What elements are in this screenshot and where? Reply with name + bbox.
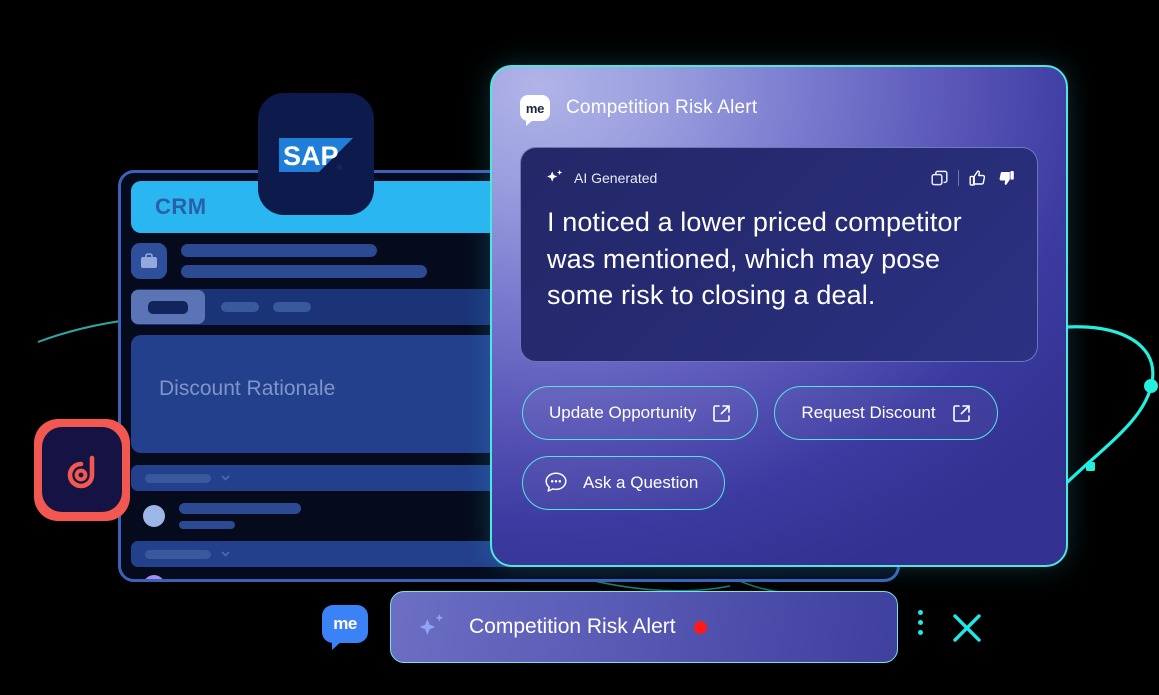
notification-title: Competition Risk Alert: [469, 615, 676, 638]
ai-generated-badge: AI Generated: [545, 168, 657, 188]
notification-me-logo[interactable]: me: [322, 605, 368, 650]
kebab-menu-icon[interactable]: [918, 610, 923, 635]
me-logo-icon: me: [520, 95, 550, 126]
ai-generated-card: AI Generated: [520, 147, 1038, 362]
external-link-icon: [952, 404, 970, 422]
ai-message-text: I noticed a lower priced competitor was …: [547, 207, 962, 311]
me-logo-text: me: [525, 100, 545, 116]
notification-logo-text: me: [333, 614, 357, 633]
d-app-icon[interactable]: [42, 427, 122, 512]
sparkle-icon: [547, 170, 563, 182]
request-discount-button[interactable]: Request Discount: [774, 386, 998, 440]
copy-icon[interactable]: [931, 170, 948, 187]
ai-card-actions: [931, 169, 1015, 187]
update-opportunity-label: Update Opportunity: [549, 403, 697, 422]
d-logo-icon: [67, 455, 95, 488]
ai-panel-title: Competition Risk Alert: [566, 97, 758, 118]
sparkle-icon: [419, 614, 444, 635]
crm-tab[interactable]: [221, 302, 259, 312]
svg-text:SAP: SAP: [283, 141, 339, 171]
sap-app-icon[interactable]: SAP ®: [258, 93, 374, 215]
crm-field-label: Discount Rationale: [159, 377, 336, 400]
chat-bubble-icon: [545, 472, 567, 492]
thumbs-up-icon[interactable]: [969, 169, 987, 187]
status-badge: [693, 620, 707, 634]
close-icon[interactable]: [950, 611, 984, 645]
list-item[interactable]: [143, 575, 301, 579]
chevron-down-icon: [221, 551, 230, 557]
chevron-down-icon: [221, 475, 230, 481]
notification-bar[interactable]: Competition Risk Alert: [390, 591, 898, 663]
request-discount-label: Request Discount: [801, 403, 936, 422]
crm-tab-active[interactable]: [131, 290, 205, 324]
svg-text:®: ®: [337, 164, 343, 172]
ai-generated-label: AI Generated: [574, 170, 658, 186]
list-item[interactable]: [143, 503, 301, 529]
update-opportunity-button[interactable]: Update Opportunity: [522, 386, 759, 440]
sap-logo-icon: SAP ®: [279, 132, 353, 176]
ask-a-question-button[interactable]: Ask a Question: [522, 456, 726, 510]
external-link-icon: [713, 404, 731, 422]
ai-action-buttons: Update Opportunity Request Discount: [522, 386, 1042, 510]
ai-panel-header: me Competition Risk Alert: [492, 67, 1066, 126]
crm-tab[interactable]: [273, 302, 311, 312]
ai-alert-panel: me Competition Risk Alert AI Generated: [490, 65, 1068, 567]
ai-card-toolbar: AI Generated: [521, 148, 1037, 188]
ask-a-question-label: Ask a Question: [583, 473, 699, 492]
thumbs-down-icon[interactable]: [997, 169, 1015, 187]
crm-title: CRM: [155, 194, 207, 219]
briefcase-icon: [131, 243, 167, 279]
actions-divider: [958, 170, 959, 186]
